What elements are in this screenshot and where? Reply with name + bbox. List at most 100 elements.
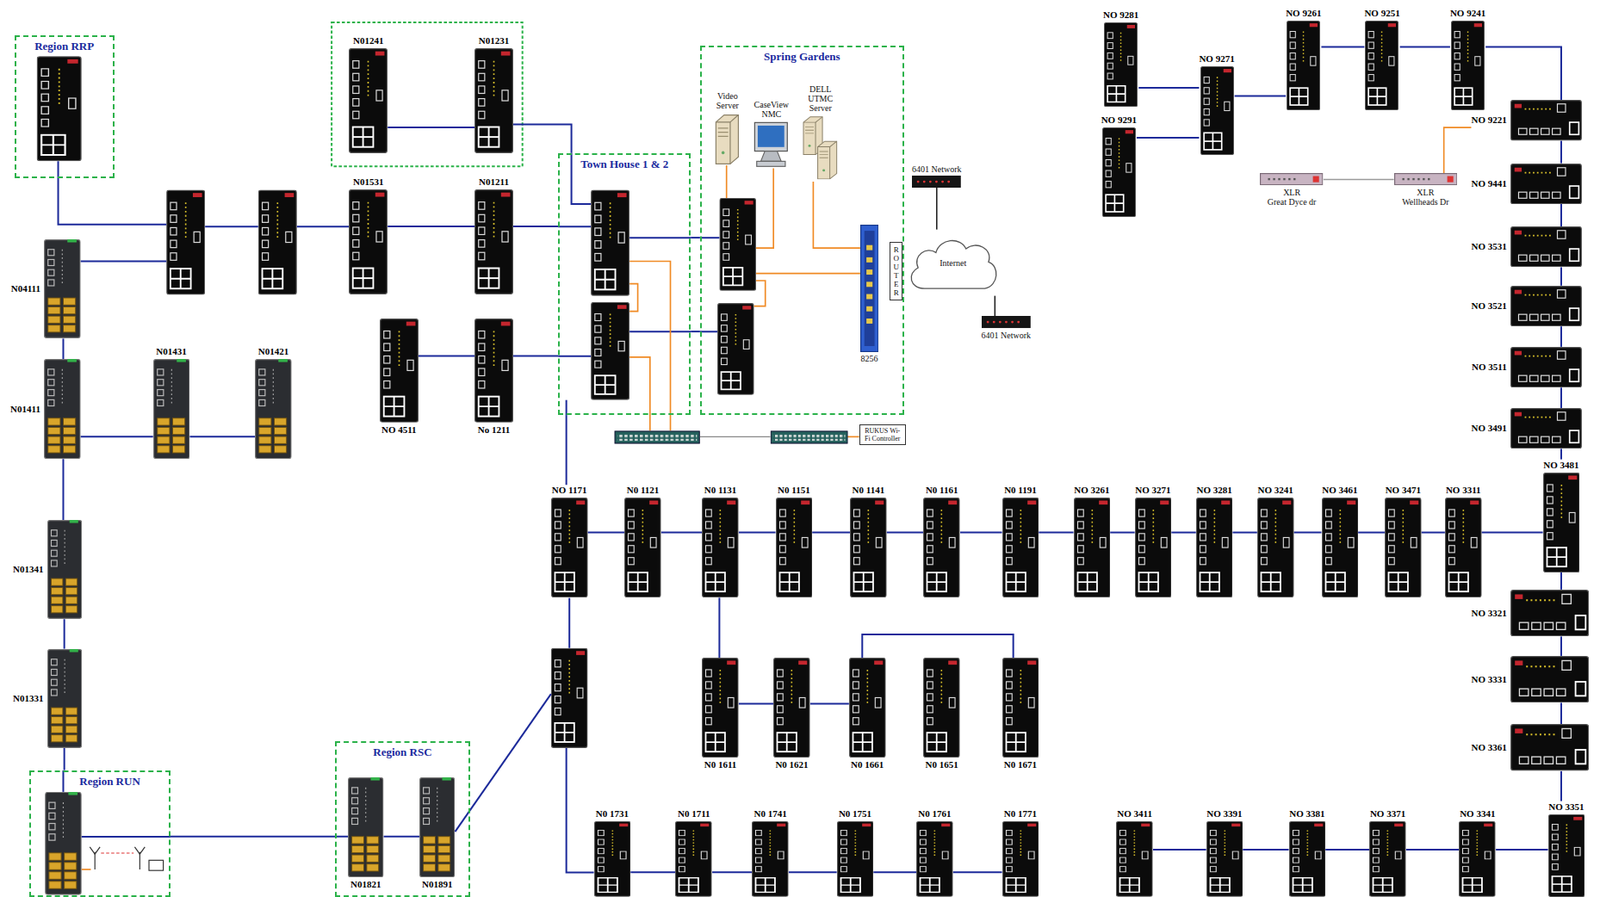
device-shape: [702, 498, 739, 598]
drawing-part: [754, 280, 766, 307]
node-label: Internet: [939, 258, 967, 268]
network-device: No 1211: [474, 318, 514, 436]
device-shape: [716, 115, 739, 165]
node-label: XLR: [1283, 187, 1301, 198]
node-label: NO 3531: [1470, 241, 1507, 253]
device-label: NO 9221: [1470, 114, 1507, 126]
device-icon: [474, 189, 514, 295]
patch-panel: [770, 431, 848, 444]
node-label: N0 1131: [704, 484, 738, 497]
device-label: NO 3261: [1073, 484, 1110, 497]
node-label: NO 3261: [1073, 484, 1110, 497]
network-link: [1444, 127, 1472, 174]
network-device: N0 1731: [594, 808, 632, 897]
node-label: NO 3321: [1470, 607, 1507, 620]
network-link: [1560, 326, 1563, 348]
node-label: NO 3381: [1289, 808, 1325, 820]
network-device: N01531: [348, 176, 388, 295]
network-link: [1560, 266, 1563, 286]
network-link: [738, 532, 776, 534]
network-device: Video Server: [710, 91, 745, 166]
device-label: NO 9291: [1101, 114, 1137, 126]
node-label: N0 1661: [850, 759, 884, 771]
device-label: N0 1761: [917, 808, 951, 820]
device-shape: [1002, 498, 1039, 598]
device-icon: [474, 48, 514, 154]
network-device: NO 9441: [1470, 163, 1582, 205]
device-label: N01531: [353, 176, 384, 188]
device-label: NO 3361: [1470, 742, 1507, 754]
network-link: [1242, 849, 1289, 851]
device-label: N0 1121: [626, 484, 660, 497]
network-device: NO 3281: [1196, 484, 1234, 598]
network-device: N0 1141: [849, 484, 887, 598]
device-shape: [803, 116, 838, 179]
device-icon: [47, 649, 82, 749]
network-device: N0 1651: [923, 657, 961, 771]
node-label: 6401 Network: [981, 330, 1032, 341]
drawing-part: [847, 436, 860, 439]
region-group: Town House 1 & 2: [558, 153, 691, 416]
device-label: NO 3351: [1548, 801, 1584, 813]
node-label: NO 3471: [1385, 484, 1421, 497]
node-label: N01331: [12, 693, 44, 705]
network-device: DELL UTMC Server: [797, 84, 844, 180]
device-icon: [1510, 589, 1589, 638]
device-shape: [475, 190, 514, 295]
device-icon: [1510, 724, 1589, 772]
network-link: [565, 415, 568, 485]
network-device: N0 1741: [751, 808, 789, 897]
device-shape: [1321, 498, 1359, 598]
network-link: [886, 532, 925, 534]
device-label: XLRWellheads Dr: [1401, 187, 1449, 207]
drawing-part: [204, 225, 259, 228]
node-label: DELL UTMC Server: [797, 84, 844, 113]
device-label: N0 1771: [1004, 808, 1037, 820]
device-label: NO 1171: [551, 484, 588, 497]
node-label: NO 3341: [1459, 808, 1495, 820]
device-shape: [1510, 725, 1588, 771]
network-link: [936, 187, 938, 230]
device-label: N0 1621: [775, 759, 808, 771]
network-device: N0 1761: [916, 808, 954, 897]
network-link: [170, 836, 348, 838]
device-icon: [1444, 497, 1483, 598]
device-icon: [348, 189, 388, 295]
device-shape: [911, 175, 962, 188]
node-label: N01241: [353, 35, 384, 47]
device-label: No 1211: [477, 424, 511, 436]
device-shape: [1510, 590, 1588, 637]
node-label: NO 9261: [1285, 7, 1321, 19]
device-shape: [475, 318, 514, 422]
device-label: N01421: [258, 346, 289, 358]
device-icon: [1394, 173, 1458, 186]
internet-cloud: Internet: [905, 229, 1000, 297]
node-label: N01431: [155, 346, 187, 358]
device-shape: [774, 658, 811, 758]
network-device: NO 9271: [1198, 53, 1235, 156]
network-device: NO 3521: [1470, 285, 1582, 327]
node-label: NO 3281: [1196, 484, 1232, 497]
drawing-part: [81, 836, 171, 838]
device-icon: [1286, 20, 1321, 111]
device-shape: [1002, 658, 1039, 758]
device-label: N01211: [478, 176, 509, 188]
node-label: NO 3481: [1543, 459, 1579, 472]
device-shape: [924, 658, 961, 758]
device-shape: [1257, 498, 1294, 598]
drawing-part: [565, 400, 568, 416]
drawing-part: [37, 56, 81, 162]
device-shape: [1451, 20, 1485, 110]
region-group: Spring GardensVideo ServerCaseView NMCDE…: [700, 45, 905, 416]
network-device: NO 1171: [551, 484, 589, 598]
device-icon: [1134, 497, 1173, 598]
group-heading: Region RRP: [16, 37, 113, 54]
device-label: XLRGreat Dyce dr: [1267, 187, 1317, 207]
device-icon: [849, 497, 887, 598]
network-device: 6401 Network: [981, 316, 1032, 340]
drawing-part: [568, 598, 571, 649]
node-label: N01531: [353, 176, 384, 188]
node-label: NO 9221: [1470, 114, 1507, 126]
device-icon: [153, 359, 191, 459]
device-icon: [1458, 821, 1496, 897]
